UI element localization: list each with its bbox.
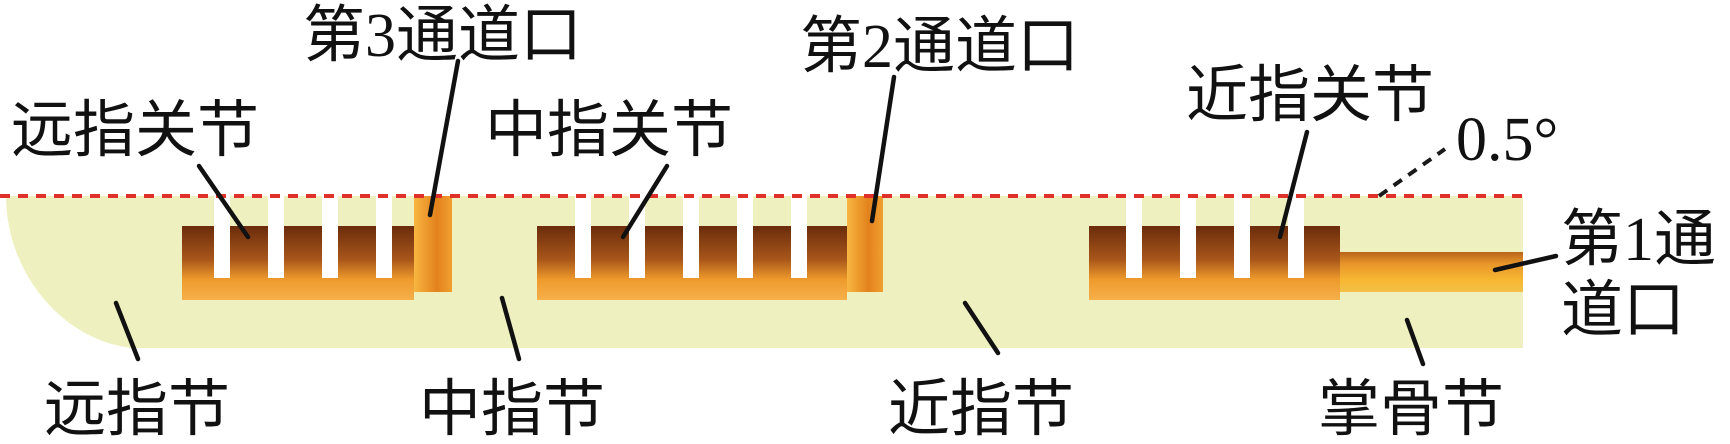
proximal-joint-bellows: [1089, 196, 1523, 300]
label-distal-joint: 远指关节: [11, 97, 259, 165]
label-channel-2-port: 第2通道口: [800, 13, 1079, 81]
distal-slot: [376, 196, 392, 278]
label-metacarpal: 掌骨节: [1318, 376, 1504, 444]
leader-middle-phalanx: [499, 295, 522, 362]
leader-distal-joint: [196, 163, 251, 240]
middle-slot: [683, 196, 699, 278]
leader-distal-phalanx: [113, 300, 141, 362]
middle-joint-bellows: [537, 196, 883, 300]
leader-middle-joint: [620, 163, 670, 240]
proximal-slot: [1288, 196, 1304, 278]
label-middle-joint: 中指关节: [485, 97, 733, 165]
channel-3-port-shape: [414, 196, 452, 292]
label-channel-3-port: 第3通道口: [303, 2, 582, 70]
label-middle-phalanx: 中指节: [419, 376, 605, 444]
leader-angle: [1377, 147, 1447, 198]
channel-1-tube: [1340, 252, 1523, 292]
leader-channel-3-port: [427, 58, 461, 218]
middle-slot: [791, 196, 807, 278]
leader-channel-2-port: [869, 74, 897, 224]
label-channel-1-port-line1: 第1通: [1561, 206, 1716, 274]
leader-metacarpal: [1404, 317, 1426, 367]
leader-proximal-phalanx: [962, 300, 1001, 356]
leader-proximal-joint: [1277, 129, 1310, 240]
label-proximal-joint: 近指关节: [1186, 62, 1434, 130]
middle-slot: [575, 196, 591, 278]
label-proximal-phalanx: 近指节: [888, 376, 1074, 444]
distal-slot: [322, 196, 338, 278]
proximal-slot: [1126, 196, 1142, 278]
distal-slot: [268, 196, 284, 278]
distal-joint-bellows: [182, 196, 452, 300]
channel-2-port-shape: [847, 196, 883, 292]
label-channel-1-port-line2: 道口: [1561, 277, 1685, 345]
proximal-slot: [1180, 196, 1196, 278]
middle-slot: [737, 196, 753, 278]
label-angle: 0.5°: [1456, 106, 1558, 174]
distal-slot: [214, 196, 230, 278]
proximal-slot: [1234, 196, 1250, 278]
middle-slot: [629, 196, 645, 278]
leader-channel-1-port: [1492, 253, 1559, 273]
label-distal-phalanx: 远指节: [44, 376, 230, 444]
